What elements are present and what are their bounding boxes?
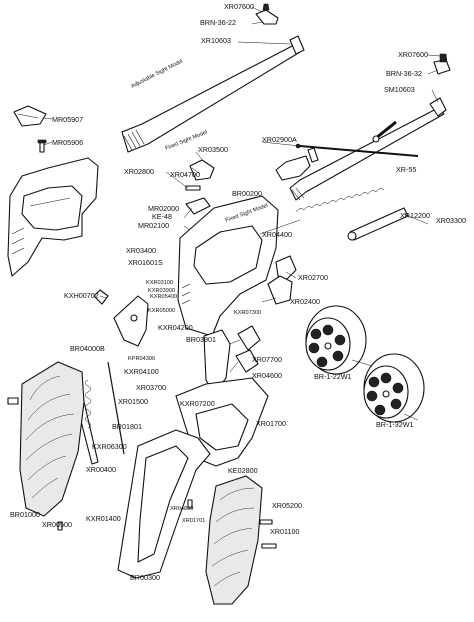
label-xr02700: XR02700 xyxy=(298,273,328,282)
grip-panel-right xyxy=(205,475,263,605)
label-xr07600-top: XR07600 xyxy=(224,2,254,11)
label-kxr06300: KXR06300 xyxy=(92,442,127,451)
base-pin-right xyxy=(347,207,409,241)
label-xr55: XR-55 xyxy=(396,165,416,174)
label-br1-32w1: BR-1-32W1 xyxy=(376,420,414,429)
label-br03901: BR03901 xyxy=(186,335,216,344)
grip-panel-left xyxy=(19,361,85,517)
label-xr07700: XR07700 xyxy=(252,355,282,364)
label-xr07600-right: XR07600 xyxy=(398,50,428,59)
rear-sight-top xyxy=(255,3,279,25)
label-xr03300: XR03300 xyxy=(436,216,466,225)
label-br01000: BR01000 xyxy=(10,510,40,519)
label-br04000b: BR04000B xyxy=(70,344,105,353)
gate xyxy=(267,275,293,305)
label-sm10603: SM10603 xyxy=(384,85,415,94)
hammer-plunger xyxy=(185,197,211,215)
label-xr04400: XR04400 xyxy=(262,230,292,239)
barrel-fixed xyxy=(289,97,447,201)
bolt xyxy=(235,349,259,373)
label-adjustable-sight: Adjustable Sight Model xyxy=(130,58,184,89)
label-xr03400: XR03400 xyxy=(126,246,156,255)
label-ke48: KE-48 xyxy=(152,212,172,221)
ejector-rod-right xyxy=(372,120,397,143)
label-xr03500: XR03500 xyxy=(198,145,228,154)
label-xr12200: XR12200 xyxy=(400,211,430,220)
label-kxr05400: KXR05400 xyxy=(150,294,177,300)
label-kxr01400: KXR01400 xyxy=(86,514,121,523)
leader-lines xyxy=(43,6,441,421)
ejector-spring xyxy=(295,188,385,213)
label-xr00500: XR00500 xyxy=(42,520,72,529)
cylinder-22 xyxy=(305,305,367,375)
label-xr04800: XR04800 xyxy=(170,506,193,512)
trigger xyxy=(203,329,231,395)
barrel-adjustable xyxy=(121,35,305,153)
label-xr00400: XR00400 xyxy=(86,465,116,474)
label-brn3622: BRN-36-22 xyxy=(200,18,236,27)
label-br00300: BR00300 xyxy=(130,573,160,582)
label-xr02400: XR02400 xyxy=(290,297,320,306)
label-kxr04200: KXR04200 xyxy=(158,323,193,332)
ejector-housing xyxy=(275,147,319,181)
label-kxh00702: KXH00702 xyxy=(64,291,99,300)
label-kxr04100: KXR04100 xyxy=(124,367,159,376)
label-xr01701: XR01701 xyxy=(182,518,205,524)
main-frame xyxy=(177,195,279,337)
label-mr02100: MR02100 xyxy=(138,221,169,230)
label-xr02800: XR02800 xyxy=(124,167,154,176)
hammer-spur-small xyxy=(93,289,109,305)
label-mr05907: MR05907 xyxy=(52,115,83,124)
label-xr01601s: XR01601S xyxy=(128,258,163,267)
label-xr01500: XR01500 xyxy=(118,397,148,406)
hammer xyxy=(113,295,149,347)
mainspring xyxy=(84,379,92,429)
label-xr01700: XR01700 xyxy=(256,419,286,428)
spring-long xyxy=(107,361,125,455)
cylinder-32 xyxy=(363,353,425,423)
screw-small-left xyxy=(37,139,47,153)
part-labels: XR07600 BRN-36-22 XR10603 Adjustable Sig… xyxy=(10,2,466,582)
label-kxr03100: KXR03100 xyxy=(146,280,173,286)
small-screws-bottom xyxy=(57,499,277,549)
label-kxr07200: KXR07200 xyxy=(180,399,215,408)
firing-pin xyxy=(185,185,201,191)
label-mr05906: MR05906 xyxy=(52,138,83,147)
label-ke02800: KE02800 xyxy=(228,466,258,475)
label-xr04600: XR04600 xyxy=(252,371,282,380)
label-br01801: BR01801 xyxy=(112,422,142,431)
label-xr10603-top: XR10603 xyxy=(201,36,231,45)
label-xr04700: XR04700 xyxy=(170,170,200,179)
label-br1-22w1: BR-1-22W1 xyxy=(314,372,352,381)
front-sight-fixed xyxy=(189,159,215,181)
label-xr02900a: XR02900A xyxy=(262,135,297,144)
label-kpr04300: KPR04300 xyxy=(128,356,155,362)
label-mr02000: MR02000 xyxy=(148,204,179,213)
label-br00200: BR00200 xyxy=(232,189,262,198)
grip-frame xyxy=(117,429,211,579)
frame-left xyxy=(7,157,99,277)
label-xr05200: XR05200 xyxy=(272,501,302,510)
label-kxr05000: KXR05000 xyxy=(148,308,175,314)
label-kxr07300: KXR07300 xyxy=(234,310,261,316)
grip-screw-left xyxy=(7,397,19,405)
rear-sight-right xyxy=(433,53,451,75)
pawl xyxy=(237,325,261,351)
label-xr01100: XR01100 xyxy=(270,527,299,536)
rear-sight-small-left xyxy=(13,105,47,127)
label-kxr03900: KXR03900 xyxy=(148,288,175,294)
label-brn3632: BRN-36-32 xyxy=(386,69,422,78)
label-xr03700: XR03700 xyxy=(136,383,166,392)
ejector-rod-long xyxy=(295,143,419,157)
